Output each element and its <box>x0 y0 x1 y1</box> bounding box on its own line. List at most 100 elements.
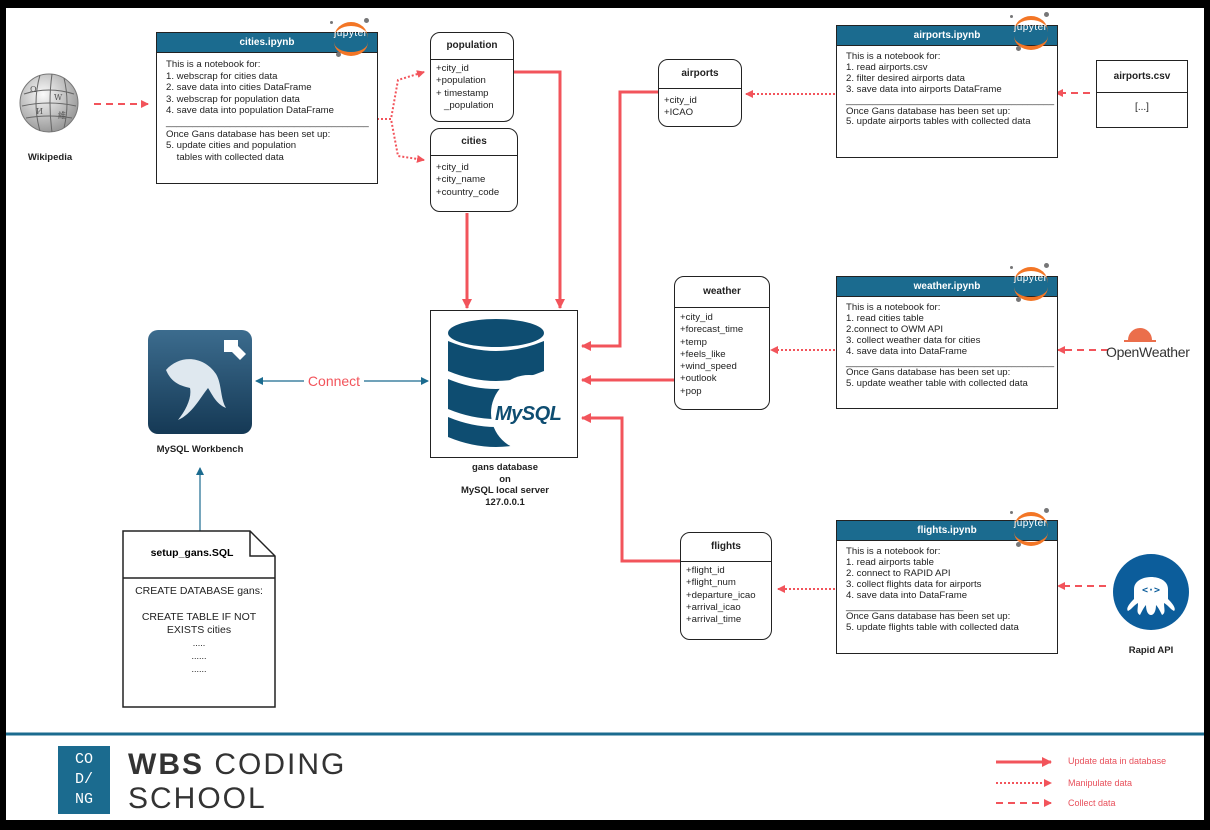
mysql-logo-text: MySQL <box>495 403 562 425</box>
sql-file-title: setup_gans.SQL <box>150 547 234 559</box>
cities-table-title: cities <box>431 129 517 156</box>
openweather-source: OpenWeather <box>1106 324 1202 364</box>
svg-text:W: W <box>54 93 63 102</box>
flights-notebook-body: This is a notebook for: 1. read airports… <box>846 546 1019 634</box>
airports-table-title: airports <box>659 60 741 89</box>
wbs-logo-line2: SCHOOL <box>128 782 267 815</box>
sql-line: ..... <box>192 638 206 648</box>
rapid-api-label: Rapid API <box>1128 645 1174 656</box>
sql-line: CREATE DATABASE gans: <box>135 585 263 597</box>
logo-letters: D/ <box>74 771 93 788</box>
gans-database[interactable]: MySQL <box>430 310 578 458</box>
logo-coding: CODING <box>204 748 347 781</box>
wbs-logo-line1: WBS CODING <box>128 748 346 782</box>
sql-file-body: CREATE DATABASE gans: CREATE TABLE IF NO… <box>122 585 276 676</box>
sun-icon <box>1124 328 1156 342</box>
svg-text:И: И <box>36 107 43 116</box>
table-field: + timestamp <box>436 87 489 99</box>
manipulate-arrows <box>377 70 1052 787</box>
sql-line: ...... <box>191 651 207 661</box>
population-to-db-arrow <box>512 70 565 309</box>
rapid-api-source: <·> Rapid API <box>1108 553 1198 656</box>
sql-line <box>122 598 276 611</box>
airports-notebook-body: This is a notebook for: 1. read airports… <box>846 51 1055 128</box>
table-field: +departure_icao <box>686 589 756 601</box>
flights-table[interactable]: flights +flight_id +flight_num +departur… <box>680 532 772 640</box>
airports-notebook-title: airports.ipynb <box>837 26 1057 46</box>
table-field: +population <box>436 75 486 87</box>
sql-line: CREATE TABLE IF NOT <box>141 611 257 623</box>
database-label-line: gans database <box>472 462 538 473</box>
table-field: +flight_num <box>686 577 736 589</box>
table-field: +forecast_time <box>680 324 744 336</box>
wbs-logo-mark: CO D/ NG <box>58 746 110 814</box>
database-label-line: MySQL local server <box>460 485 549 496</box>
table-field: +arrival_icao <box>686 601 741 613</box>
population-table-title: population <box>431 33 513 60</box>
table-field: +pop <box>680 385 702 397</box>
setup-sql-file[interactable]: setup_gans.SQL CREATE DATABASE gans: CRE… <box>122 530 276 708</box>
legend-collect-label: Collect data <box>1068 798 1116 808</box>
csv-body: [...] <box>1135 102 1149 113</box>
sql-line: ...... <box>191 664 207 674</box>
database-icon <box>448 319 567 451</box>
wikipedia-label: Wikipedia <box>27 152 73 163</box>
update-arrows <box>462 70 1052 767</box>
table-field: +outlook <box>680 373 717 385</box>
cities-notebook[interactable]: cities.ipynb This is a notebook for: 1. … <box>156 32 378 184</box>
cities-nb-to-population-arrow <box>377 70 425 120</box>
table-field: +arrival_time <box>686 614 742 626</box>
table-field: +city_id <box>436 63 469 74</box>
table-field: +wind_speed <box>680 361 737 373</box>
table-field: +city_id <box>436 162 469 173</box>
logo-letters: CO <box>74 751 93 768</box>
weather-table-title: weather <box>675 277 769 308</box>
table-field: +temp <box>680 336 707 348</box>
table-field: +flight_id <box>686 565 725 576</box>
svg-text:Ω: Ω <box>30 85 37 94</box>
rapid-api-octopus-icon: <·> <box>1113 554 1189 630</box>
workbench-dolphin-icon <box>148 330 252 434</box>
cities-nb-to-cities-arrow <box>377 118 425 163</box>
csv-title: airports.csv <box>1097 61 1187 93</box>
database-label: gans database on MySQL local server 127.… <box>436 462 574 508</box>
airports-csv[interactable]: airports.csv [...] <box>1096 60 1188 128</box>
cities-table[interactable]: cities +city_id +city_name +country_code <box>430 128 518 212</box>
jupyter-icon: jupyter <box>1010 263 1054 303</box>
mysql-workbench[interactable] <box>146 328 256 436</box>
table-field: +city_id <box>680 312 713 323</box>
population-table[interactable]: population +city_id +population + timest… <box>430 32 514 122</box>
flights-table-title: flights <box>681 533 771 562</box>
weather-notebook-title: weather.ipynb <box>837 277 1057 297</box>
svg-text:<·>: <·> <box>1142 585 1160 596</box>
table-field: +city_id <box>664 95 697 106</box>
wbs-logo: CO D/ NG WBS CODING SCHOOL <box>58 746 358 816</box>
weather-notebook-body: This is a notebook for: 1. read cities t… <box>846 302 1055 390</box>
cities-notebook-title: cities.ipynb <box>157 33 377 53</box>
table-field: +country_code <box>436 186 500 198</box>
workbench-label: MySQL Workbench <box>156 444 244 455</box>
airports-table[interactable]: airports +city_id +ICAO <box>658 59 742 127</box>
legend-manipulate-label: Manipulate data <box>1068 778 1133 788</box>
jupyter-icon: jupyter <box>1010 12 1054 52</box>
cities-notebook-body: This is a notebook for: 1. webscrap for … <box>166 59 369 163</box>
collect-arrows <box>94 89 1108 807</box>
logo-wbs: WBS <box>128 748 204 781</box>
table-field: +city_name <box>436 174 486 186</box>
flights-notebook-title: flights.ipynb <box>837 521 1057 541</box>
database-label-line: on <box>499 473 511 485</box>
table-field: +feels_like <box>680 348 726 360</box>
database-label-line: 127.0.0.1 <box>485 496 525 508</box>
table-field: _population <box>436 99 494 111</box>
airports-to-db-arrow <box>581 90 658 351</box>
connector-layer: Connect <box>6 70 1204 807</box>
connect-label: Connect <box>308 373 360 389</box>
sql-line: EXISTS cities <box>166 624 232 636</box>
document-icon <box>122 530 276 708</box>
connect-label-bg <box>304 373 364 389</box>
jupyter-icon: jupyter <box>330 18 374 58</box>
weather-table[interactable]: weather +city_id +forecast_time +temp +f… <box>674 276 770 410</box>
